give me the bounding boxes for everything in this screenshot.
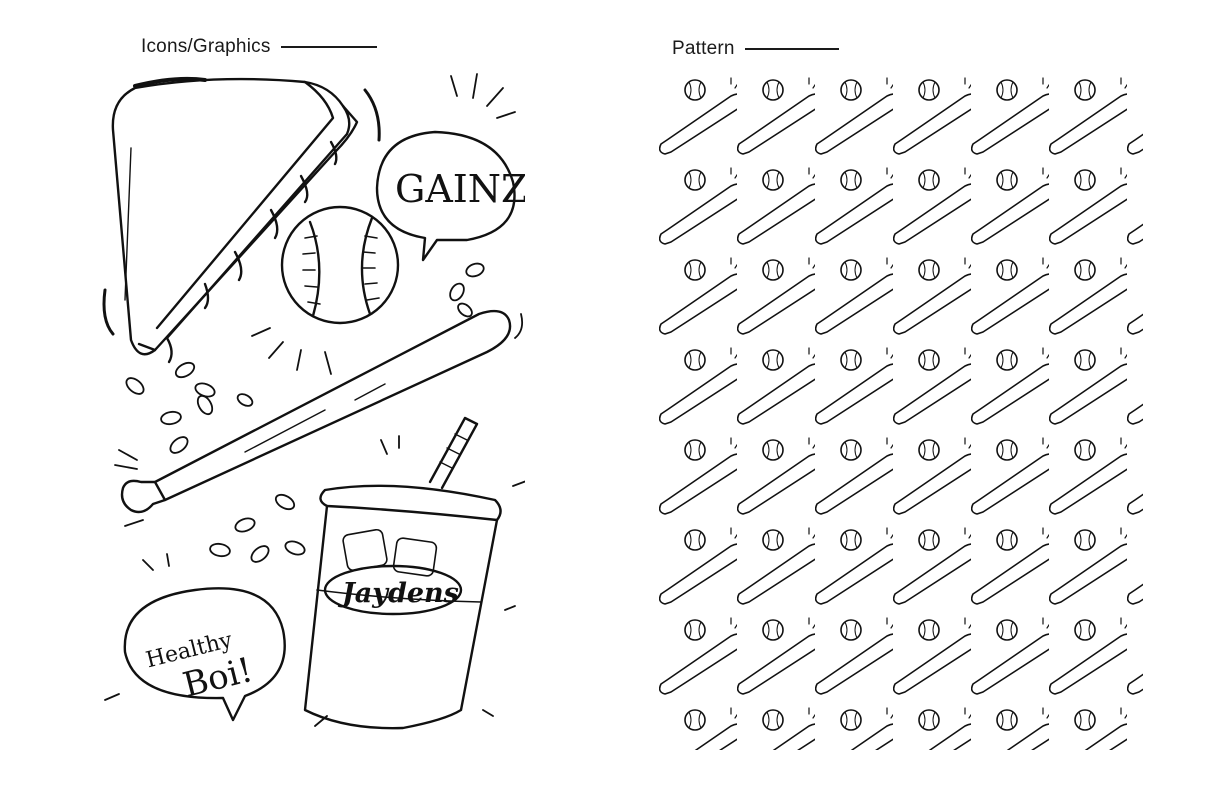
- speech-bubble-icon: GAINZ: [375, 73, 525, 262]
- pattern-panel: [659, 74, 1143, 750]
- gainz-text: GAINZ: [395, 167, 525, 211]
- baseball-bat-icon: [114, 309, 524, 527]
- heading-rule: [744, 48, 839, 50]
- drink-cup-icon: Jaydens: [303, 416, 525, 730]
- pattern-label: Pattern: [672, 38, 735, 59]
- icons-graphics-label: Icons/Graphics: [141, 36, 271, 57]
- sunflower-seed-icon: [125, 262, 485, 563]
- baseball-icon: [251, 205, 400, 375]
- sandwich-icon: [102, 76, 381, 364]
- icons-graphics-heading: Icons/Graphics: [141, 36, 377, 58]
- cup-label-text: Jaydens: [337, 578, 459, 609]
- heading-rule: [280, 46, 377, 48]
- pattern-heading: Pattern: [672, 38, 839, 60]
- bat-ball-pattern: [659, 74, 1143, 750]
- icons-graphics-illustration: GAINZ Jaydens: [102, 73, 525, 730]
- pattern-fill: [659, 74, 1143, 750]
- speech-bubble-icon: Healthy Boi!: [104, 553, 286, 722]
